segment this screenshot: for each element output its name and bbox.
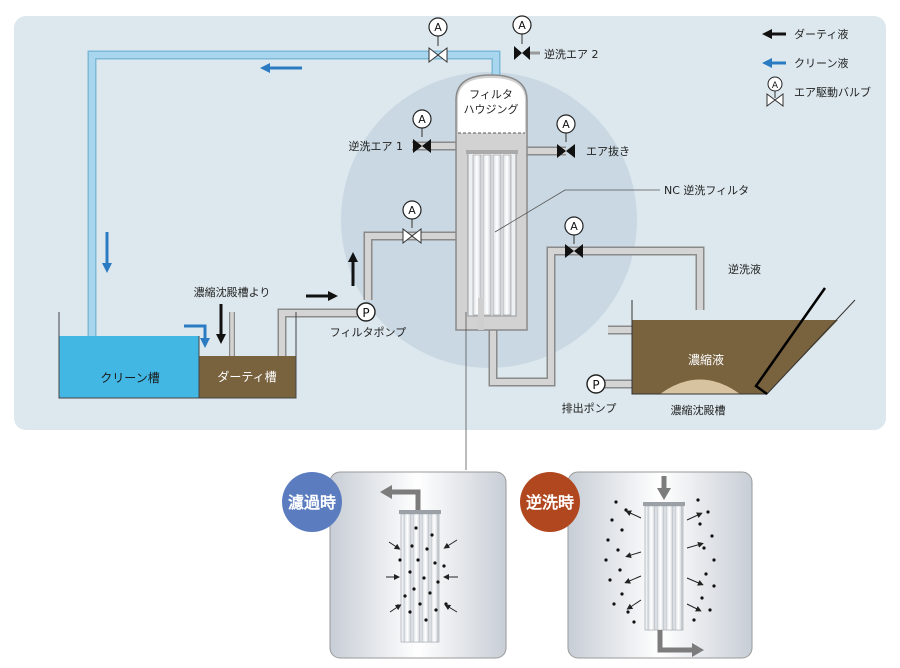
arrows-backwash xyxy=(624,510,704,612)
inset-filtration: 濾過時 xyxy=(282,471,507,659)
filter-pump-symbol: P xyxy=(362,306,369,320)
air-vent-label: エア抜き xyxy=(586,144,630,158)
valve-backwash-out: A xyxy=(564,216,584,258)
legend-valve-symbol: A xyxy=(772,81,779,91)
legend-clean-label: クリーン液 xyxy=(794,56,848,70)
valve-air-vent: A エア抜き xyxy=(556,114,630,158)
valve-symbol: A xyxy=(518,19,526,32)
filter-pump-label: フィルタポンプ xyxy=(330,326,406,339)
housing-label-2: ハウジング xyxy=(464,102,519,116)
discharge-pump: P 排出ポンプ xyxy=(562,374,617,415)
legend-valve-label: エア駆動バルブ xyxy=(794,85,871,99)
filter-pump: P フィルタポンプ xyxy=(330,302,406,339)
dirty-tank-label: ダーティ槽 xyxy=(217,369,276,384)
clean-return-pipe xyxy=(87,50,501,336)
clean-tank: クリーン槽 xyxy=(58,312,199,399)
valve-filter-inlet: A xyxy=(402,200,422,245)
valve-top-left: A xyxy=(428,17,448,64)
valve-backwash-air-1: A 逆洗エア 1 xyxy=(349,109,432,153)
valve-backwash-air-2: A 逆洗エア 2 xyxy=(512,15,599,61)
valve-symbol: A xyxy=(434,21,442,34)
valve-symbol: A xyxy=(418,113,426,126)
backwash-air-2-label: 逆洗エア 2 xyxy=(544,47,599,61)
nc-filter-label: NC 逆洗フィルタ xyxy=(664,183,749,197)
legend: ダーティ液 クリーン液 A エア駆動バルブ xyxy=(762,27,871,107)
from-settling-tank-label: 濃縮沈殿槽より xyxy=(194,285,271,299)
flow-arrows xyxy=(102,63,358,348)
discharge-pump-label: 排出ポンプ xyxy=(562,401,617,415)
inset-backwash: 逆洗時 xyxy=(520,471,753,659)
leader-lines xyxy=(465,189,660,470)
valve-symbol: A xyxy=(408,204,416,217)
particles-backwash xyxy=(604,498,716,624)
dirty-tank: ダーティ槽 xyxy=(198,312,297,399)
particles-filtration xyxy=(396,526,448,622)
housing-label-1: フィルタ xyxy=(469,88,513,101)
backwash-liquid-label: 逆洗液 xyxy=(728,262,761,276)
settling-tank-label: 濃縮沈殿槽 xyxy=(671,403,726,417)
filter-element-backwash xyxy=(643,476,704,657)
backwash-air-1-label: 逆洗エア 1 xyxy=(349,139,404,153)
clean-tank-label: クリーン槽 xyxy=(100,371,159,385)
valve-symbol: A xyxy=(562,118,570,131)
filter-housing: フィルタ ハウジング xyxy=(455,74,528,331)
settling-tank: 濃縮液 濃縮沈殿槽 xyxy=(631,287,856,417)
legend-dirty-label: ダーティ液 xyxy=(794,27,848,41)
backwash-badge-label: 逆洗時 xyxy=(526,493,574,512)
arrows-filtration xyxy=(386,539,458,613)
discharge-pump-symbol: P xyxy=(592,378,599,392)
concentrate-label: 濃縮液 xyxy=(688,352,724,367)
filtration-badge-label: 濾過時 xyxy=(288,493,336,512)
valve-symbol: A xyxy=(570,220,578,233)
